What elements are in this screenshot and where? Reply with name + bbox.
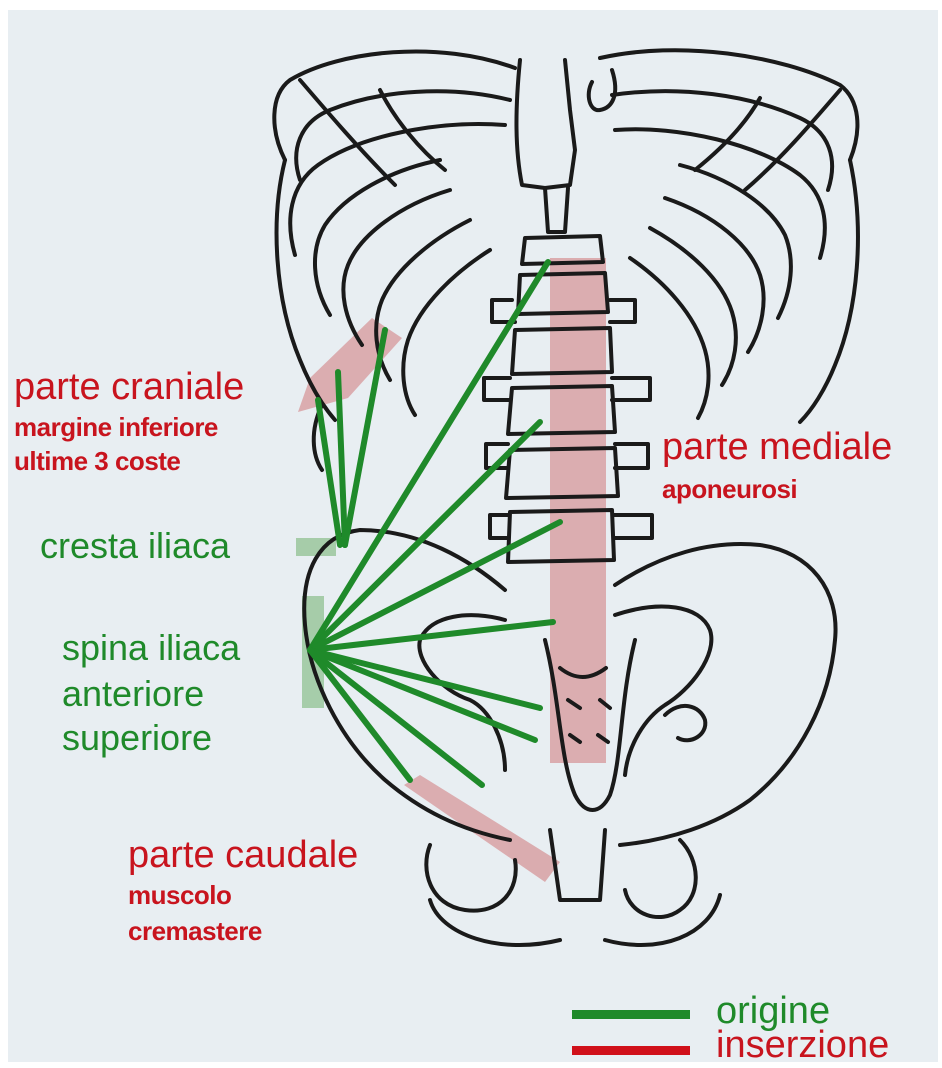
transverse-right-3 bbox=[615, 444, 648, 468]
obturator-ring-right bbox=[605, 895, 720, 945]
left-rib-3 bbox=[290, 124, 505, 255]
sternum bbox=[516, 60, 575, 188]
transverse-right-2 bbox=[612, 378, 650, 400]
label-superiore: superiore bbox=[62, 720, 212, 756]
right-iliac-wing bbox=[615, 544, 836, 845]
transverse-right-1 bbox=[610, 300, 635, 322]
legend-origin-swatch bbox=[572, 1010, 690, 1019]
right-rib-fold-b bbox=[695, 98, 760, 170]
label-cremastere: cremastere bbox=[128, 918, 262, 944]
left-rib-6 bbox=[376, 220, 470, 380]
insertion-bands bbox=[298, 258, 606, 882]
pubic-symphysis bbox=[550, 830, 605, 900]
transverse-left-2 bbox=[484, 378, 510, 400]
right-costal-margin bbox=[800, 160, 858, 422]
right-rib-6 bbox=[650, 228, 736, 385]
transverse-right-4 bbox=[614, 515, 652, 538]
label-anteriore: anteriore bbox=[62, 676, 204, 712]
right-rib-4 bbox=[680, 165, 791, 318]
label-margine-inferiore: margine inferiore bbox=[14, 414, 218, 440]
label-parte-craniale: parte craniale bbox=[14, 368, 244, 406]
legend-insertion-swatch bbox=[572, 1046, 690, 1055]
left-rib-1 bbox=[274, 51, 515, 160]
label-cresta-iliaca: cresta iliaca bbox=[40, 528, 230, 564]
fiber-cranial-1 bbox=[318, 400, 340, 545]
muscle-fibres bbox=[310, 262, 560, 785]
label-parte-caudale: parte caudale bbox=[128, 836, 358, 874]
right-rib-5 bbox=[665, 198, 764, 352]
right-rib-7 bbox=[630, 258, 709, 418]
right-iliac-inner bbox=[615, 607, 711, 775]
right-femoral-head bbox=[665, 706, 705, 740]
label-ultime-coste: ultime 3 coste bbox=[14, 448, 180, 474]
left-rib-4 bbox=[315, 160, 440, 315]
label-spina-iliaca: spina iliaca bbox=[62, 630, 240, 666]
left-acetabulum bbox=[426, 845, 515, 911]
xiphoid bbox=[545, 188, 568, 232]
label-parte-mediale: parte mediale bbox=[662, 428, 892, 466]
legend-insertion-label: inserzione bbox=[716, 1026, 889, 1064]
label-muscolo: muscolo bbox=[128, 882, 231, 908]
left-rib-2 bbox=[296, 91, 510, 180]
left-rib-7 bbox=[403, 250, 490, 415]
right-acetabulum bbox=[625, 840, 696, 917]
left-rib-5 bbox=[343, 190, 450, 345]
sternum-notch bbox=[589, 70, 615, 110]
label-aponeurosi: aponeurosi bbox=[662, 476, 797, 502]
transverse-left-4 bbox=[490, 515, 508, 538]
